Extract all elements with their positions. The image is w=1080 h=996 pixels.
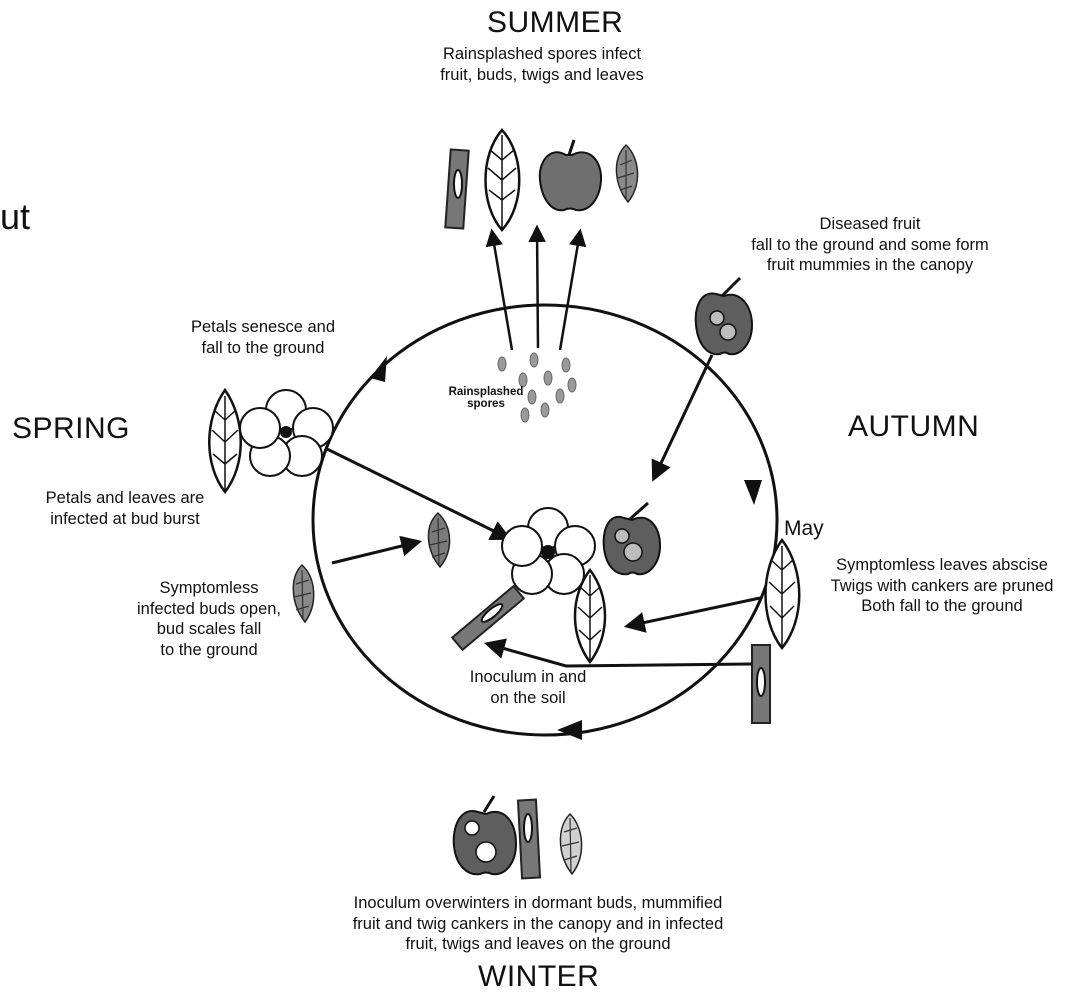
season-summer: SUMMER	[487, 4, 623, 42]
diseased-fruit-note: Diseased fruit fall to the ground and so…	[720, 214, 1020, 276]
leaf-icon-autumn	[766, 540, 800, 648]
symptomless-leaves-note: Symptomless leaves abscise Twigs with ca…	[808, 555, 1076, 617]
month-label: May	[784, 516, 824, 542]
twig-canker-icon-summer	[445, 149, 468, 228]
bud-icon-winter	[560, 814, 581, 874]
arrow-fruit-to-soil	[654, 355, 712, 478]
apple-icon-summer	[540, 140, 601, 210]
spore-arrow-left	[492, 232, 512, 350]
twig-canker-icon-soil	[452, 586, 524, 650]
leaf-icon-spring	[209, 390, 241, 492]
season-winter: WINTER	[478, 958, 599, 996]
flower-icon-spring	[240, 390, 333, 476]
arrow-buds-to-bud	[332, 542, 418, 563]
bud-scale-icon-inside	[428, 513, 449, 567]
spore-arrow-middle	[537, 228, 538, 348]
season-spring: SPRING	[12, 410, 130, 448]
spores-label: Rainsplashed spores	[438, 386, 534, 410]
arrow-twigs-to-soil	[488, 644, 752, 666]
bud-icon-summer	[616, 145, 637, 202]
cycle-arrowhead-spring	[370, 356, 387, 382]
petals-senesce-note: Petals senesce and fall to the ground	[168, 317, 358, 358]
flower-icon-soil	[502, 508, 595, 594]
buds-open-note: Symptomless infected buds open, bud scal…	[114, 578, 304, 661]
cycle-arrowhead-autumn	[744, 480, 762, 505]
twig-canker-icon-autumn	[752, 645, 770, 723]
twig-canker-icon-winter	[518, 800, 540, 879]
inoculum-soil-note: Inoculum in and on the soil	[448, 667, 608, 708]
diseased-fruit-icon-autumn	[696, 278, 752, 354]
overwinter-note: Inoculum overwinters in dormant buds, mu…	[308, 893, 768, 955]
arrow-leaves-to-soil	[628, 598, 760, 626]
season-autumn: AUTUMN	[848, 408, 979, 446]
diseased-fruit-icon-soil	[604, 503, 660, 574]
cycle-arrowhead-winter	[557, 720, 582, 740]
diseased-fruit-icon-winter	[454, 796, 516, 874]
spore-arrow-right	[560, 232, 580, 350]
petals-infected-note: Petals and leaves are infected at bud bu…	[20, 488, 230, 529]
summer-note: Rainsplashed spores infect fruit, buds, …	[412, 44, 672, 85]
fragment-text: ut	[0, 194, 30, 239]
leaf-icon-summer	[486, 130, 520, 230]
arrow-petals-to-soil	[325, 448, 508, 538]
